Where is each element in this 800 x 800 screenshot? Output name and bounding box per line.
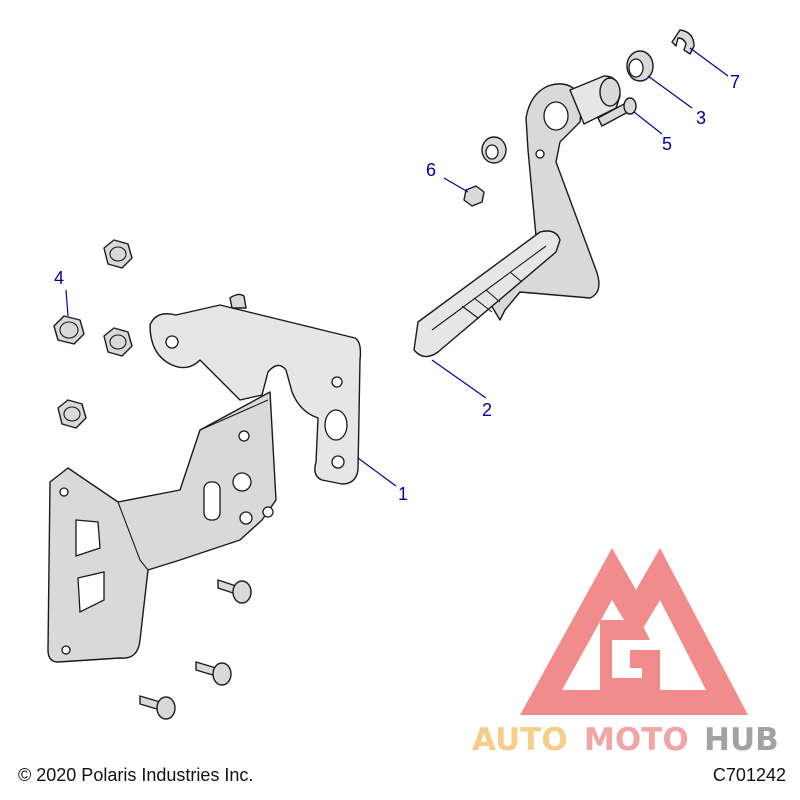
small-nut <box>463 185 485 207</box>
bracket-hole <box>239 511 253 525</box>
leader-1 <box>357 457 397 487</box>
carriage-bolt <box>195 661 232 686</box>
washer <box>481 136 507 164</box>
leader-6 <box>443 177 469 193</box>
leader-7 <box>689 47 729 77</box>
mounting-bracket <box>47 293 362 663</box>
bracket-cutout <box>77 571 105 614</box>
flange-nut <box>53 315 85 345</box>
bushing-bore <box>628 58 644 78</box>
pivot-tube-end <box>599 77 621 107</box>
bracket-main-plate <box>47 391 277 663</box>
flange-nut <box>57 399 87 429</box>
bracket-slot <box>203 481 221 521</box>
carriage-bolt <box>217 579 252 604</box>
bracket-hole <box>238 430 250 442</box>
leader-3 <box>647 75 693 109</box>
bracket-hole <box>262 506 274 518</box>
bracket-hole <box>232 472 252 492</box>
bolt-head <box>623 97 637 115</box>
e-clip-body <box>671 29 695 55</box>
pedal-hole <box>535 149 545 159</box>
callout-2: 2 <box>482 400 492 420</box>
bracket-cutout <box>75 519 101 557</box>
callout-3: 3 <box>696 108 706 128</box>
figure-id: C701242 <box>712 765 786 785</box>
bracket-hole <box>331 455 345 469</box>
bracket-hole <box>331 376 343 388</box>
flange-nut <box>103 239 133 269</box>
watermark-moto-text: MOTO <box>584 722 689 758</box>
leader-lines <box>65 47 729 487</box>
callout-7: 7 <box>730 72 740 92</box>
e-clip <box>671 29 695 55</box>
leader-2 <box>431 359 487 399</box>
carriage-bolt <box>139 695 176 720</box>
callout-5: 5 <box>662 134 672 154</box>
pedal-pivot-hole <box>543 101 569 131</box>
flange-nuts <box>53 239 133 429</box>
bracket-pivot-hole <box>165 335 179 349</box>
bracket-hole <box>61 645 71 655</box>
watermark-hub-text: HUB <box>704 722 779 758</box>
callout-4: 4 <box>54 268 64 288</box>
watermark-auto-text: AUTO <box>472 722 568 758</box>
callouts: 1 2 3 4 5 6 7 <box>54 72 740 504</box>
bracket-pivot-flange <box>149 304 362 485</box>
washer-hole <box>485 144 499 160</box>
leader-4 <box>65 289 69 317</box>
callout-6: 6 <box>426 160 436 180</box>
watermark-logo: AUTO MOTO HUB <box>472 548 779 758</box>
brake-pedal <box>413 75 621 358</box>
copyright-notice: © 2020 Polaris Industries Inc. <box>18 765 254 785</box>
bracket-stud <box>229 293 247 309</box>
bracket-hole <box>59 487 69 497</box>
bolts <box>139 579 252 720</box>
pivot-bolt <box>597 97 637 127</box>
bracket-slot <box>324 409 348 441</box>
leader-5 <box>633 111 663 135</box>
small-nut-body <box>463 185 485 207</box>
bushing <box>626 50 654 82</box>
watermark-g-icon <box>600 620 660 690</box>
flange-nut <box>103 327 133 357</box>
callout-1: 1 <box>398 484 408 504</box>
